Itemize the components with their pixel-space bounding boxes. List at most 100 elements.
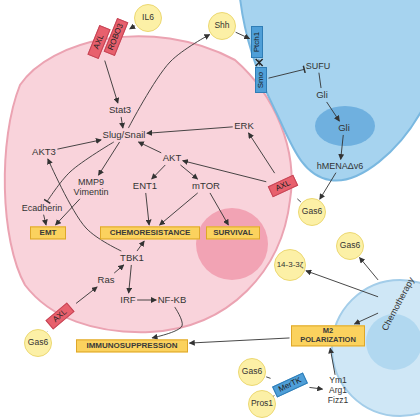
protein-label: SUFU xyxy=(306,61,331,71)
node-text: Slug/Snail xyxy=(103,130,146,141)
ligand-circle: Gas6 xyxy=(24,329,52,357)
pathway-arrow xyxy=(47,142,114,201)
pathway-arrow xyxy=(309,387,322,389)
ligand-circle: Gas6 xyxy=(336,232,364,260)
pathway-arrow xyxy=(297,199,300,202)
pathway-arrow xyxy=(327,102,340,121)
pathway-arrow xyxy=(360,258,379,280)
protein-label: ERK xyxy=(234,121,254,132)
ligand-circle: 14-3-3ζ xyxy=(274,249,306,281)
protein-label: Ecadherin xyxy=(22,203,63,213)
pathway-arrow xyxy=(137,241,144,251)
node-text: mTOR xyxy=(192,181,220,192)
node-text: TBK1 xyxy=(120,253,144,264)
node-text: ENT1 xyxy=(133,181,157,192)
pathway-arrow xyxy=(190,338,290,343)
protein-label: MMP9 Vimentin xyxy=(70,177,112,198)
node-text: CHEMORESISTANCE xyxy=(103,228,197,237)
pathway-arrow xyxy=(76,287,97,303)
outcome-box: IMMUNOSUPPRESSION xyxy=(76,339,188,352)
node-text: Stat3 xyxy=(109,105,131,116)
ligand-circle: Pros1 xyxy=(248,390,276,418)
node-text: ERK xyxy=(234,121,254,132)
pathway-arrow xyxy=(319,73,321,88)
node-text: Gli xyxy=(316,90,328,101)
node-text: Gas6 xyxy=(28,338,48,348)
node-text: Shh xyxy=(214,21,229,31)
pathway-arrow xyxy=(57,140,101,149)
protein-label: AKT xyxy=(163,153,181,164)
receptor-box: Ptch1 xyxy=(251,26,263,58)
fibroblast-cell xyxy=(240,0,420,180)
pathway-arrow xyxy=(258,60,260,66)
pathway-arrow xyxy=(121,117,123,128)
pathway-arrow xyxy=(180,165,197,179)
pathway-arrow xyxy=(99,142,120,175)
protein-label: TBK1 xyxy=(120,253,144,264)
receptor-box: MerTK xyxy=(272,372,308,397)
protein-label: Ym1 Arg1 Fizz1 xyxy=(324,376,352,405)
tumor-cell xyxy=(5,36,292,332)
pathway-arrow xyxy=(269,69,305,78)
node-text: SUFU xyxy=(306,61,331,71)
node-text: AKT3 xyxy=(32,147,56,158)
pathway-arrow xyxy=(236,32,250,38)
protein-label: IRF xyxy=(120,295,135,306)
node-text: Gas6 xyxy=(242,367,262,377)
protein-label: hMENAΔv6 xyxy=(317,161,364,171)
node-text: Ras xyxy=(98,275,115,286)
protein-label: NF-KB xyxy=(158,295,187,306)
pathway-arrow xyxy=(130,26,135,29)
node-text: Gas6 xyxy=(302,207,322,217)
inhibition-cross xyxy=(256,59,263,66)
node-text: AKT xyxy=(163,153,181,164)
pathway-arrow xyxy=(137,300,156,301)
pathway-arrow xyxy=(105,61,118,103)
node-text: Smo xyxy=(256,68,266,92)
protein-label: Gli xyxy=(316,90,328,101)
pathway-arrow xyxy=(266,377,270,378)
node-text: Pros1 xyxy=(251,399,273,409)
protein-label: ENT1 xyxy=(133,181,157,192)
protein-label: Slug/Snail xyxy=(103,130,146,141)
cross-mark xyxy=(256,59,263,66)
outcome-box: EMT xyxy=(30,226,66,239)
pathway-arrow xyxy=(306,271,378,297)
pathway-arrow xyxy=(146,193,149,225)
pathway-arrow xyxy=(44,215,46,225)
receptor-box: Smo xyxy=(255,67,267,93)
pathway-arrow xyxy=(160,193,198,225)
node-text: Ptch1 xyxy=(252,27,262,57)
protein-label: Stat3 xyxy=(109,105,131,116)
outcome-box: M2 POLARIZATION xyxy=(291,325,365,346)
node-text: hMENAΔv6 xyxy=(317,161,364,171)
pathway-arrow xyxy=(341,135,344,159)
pathway-arrow xyxy=(320,173,336,200)
node-text: SURVIVAL xyxy=(209,228,257,237)
ligand-circle: Gas6 xyxy=(298,198,326,226)
fibroblast-nucleus xyxy=(315,106,375,146)
tumor-nucleus xyxy=(196,208,268,280)
pathway-arrow xyxy=(183,161,267,182)
ligand-circle: Gas6 xyxy=(238,358,266,386)
node-text: NF-KB xyxy=(158,295,187,306)
node-text: IL6 xyxy=(142,13,154,23)
pathway-arrow xyxy=(210,193,228,225)
pathway-arrow xyxy=(249,133,275,173)
protein-label: mTOR xyxy=(192,181,220,192)
node-text: Ym1 Arg1 Fizz1 xyxy=(324,376,352,405)
node-text: Ecadherin xyxy=(22,203,63,213)
pathway-arrow xyxy=(355,313,379,324)
node-text: Gli xyxy=(338,123,350,134)
outcome-box: CHEMORESISTANCE xyxy=(100,226,200,239)
node-text: 14-3-3ζ xyxy=(277,260,304,269)
node-text: MMP9 Vimentin xyxy=(70,177,112,198)
protein-label: AKT3 xyxy=(32,147,56,158)
pathway-arrow xyxy=(114,265,124,273)
node-text: Gas6 xyxy=(340,241,360,251)
outcome-box: SURVIVAL xyxy=(206,226,260,239)
protein-label: Ras xyxy=(98,275,115,286)
